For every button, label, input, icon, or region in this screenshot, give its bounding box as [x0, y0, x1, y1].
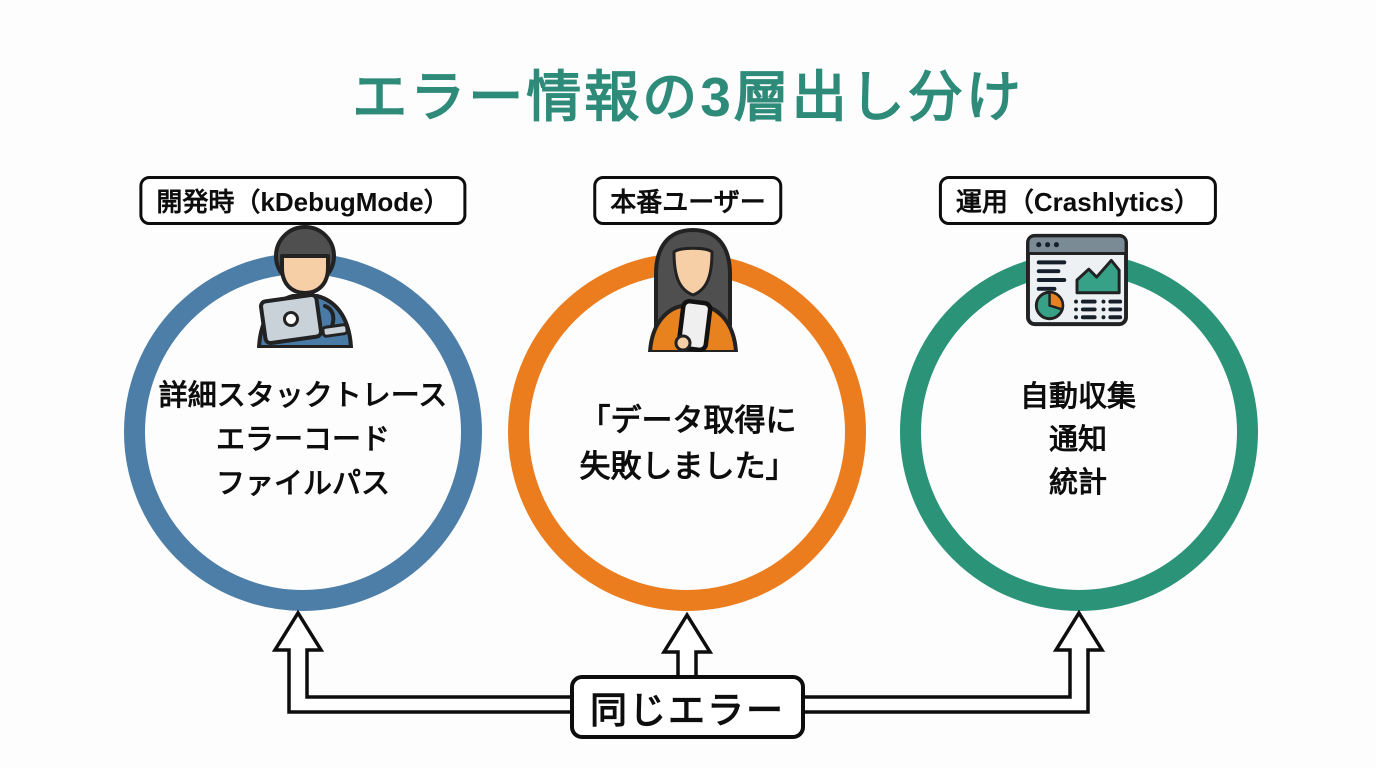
- arrow-to-ops-circle: [801, 609, 1106, 714]
- dev-line-1: 詳細スタックトレース: [158, 380, 448, 412]
- ops-line-1: 自動収集: [1019, 381, 1137, 413]
- ops-circle-text: 自動収集 通知 統計: [1020, 376, 1136, 505]
- dev-line-3: ファイルパス: [215, 468, 390, 500]
- user-layer-label: 本番ユーザー: [593, 176, 783, 225]
- ops-layer-label: 運用（Crashlytics）: [938, 176, 1218, 225]
- user-circle-text: 「データ取得に 失敗しました」: [580, 398, 797, 490]
- analytics-dashboard-icon: [1026, 233, 1128, 327]
- arrow-to-dev-circle: [271, 609, 574, 714]
- ops-line-3: 統計: [1048, 467, 1108, 499]
- developer-laptop-icon: [257, 225, 353, 348]
- page-title: エラー情報の3層出し分け: [352, 66, 1024, 128]
- same-error-label: 同じエラー: [590, 690, 785, 731]
- ops-line-2: 通知: [1048, 424, 1108, 456]
- dev-circle-text: 詳細スタックトレース エラーコード ファイルパス: [159, 374, 448, 506]
- user-line-1: 「データ取得に: [579, 403, 797, 438]
- dev-layer-label: 開発時（kDebugMode）: [139, 176, 467, 225]
- user-smartphone-icon: [648, 228, 738, 352]
- arrow-to-user-circle: [660, 611, 714, 679]
- same-error-box: 同じエラー: [570, 675, 805, 739]
- user-line-2: 失敗しました」: [579, 449, 797, 484]
- dev-line-2: エラーコード: [215, 424, 390, 456]
